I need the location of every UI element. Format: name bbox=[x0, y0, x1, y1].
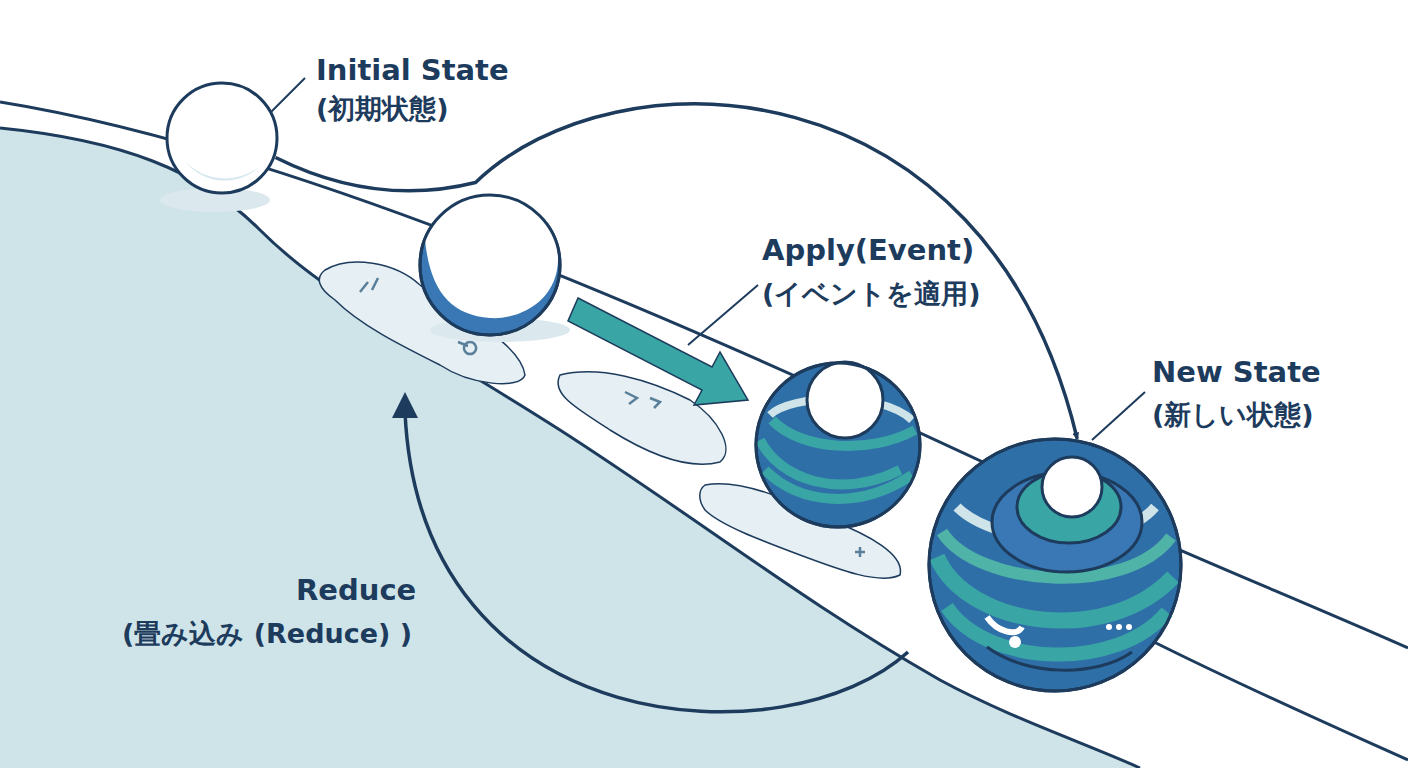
state-title: New State bbox=[1152, 355, 1402, 390]
ball-shape bbox=[165, 81, 279, 195]
state-ball: New State(新しい状態) bbox=[927, 437, 1183, 693]
state-ball: Initial State(初期状態) bbox=[165, 81, 279, 195]
apply-arc bbox=[276, 104, 1078, 439]
step-label: Apply(Event) bbox=[762, 233, 1042, 268]
rolling-ball bbox=[756, 363, 920, 527]
reduce-arrowhead bbox=[392, 392, 418, 418]
ball-shape bbox=[927, 437, 1183, 693]
hill-fill bbox=[0, 128, 1140, 768]
hill-edge bbox=[0, 128, 1140, 768]
state-title: Initial State bbox=[316, 53, 576, 88]
step-translation: (畳み込み (Reduce) ) bbox=[122, 618, 502, 650]
ball-outline bbox=[420, 195, 560, 335]
state-subtitle: (初期状態) bbox=[316, 93, 576, 125]
apply-arrow bbox=[568, 298, 748, 405]
step-translation: (イベントを適用) bbox=[762, 278, 1062, 310]
step-label: Reduce bbox=[296, 573, 496, 608]
leader-line bbox=[688, 285, 758, 345]
leader-line bbox=[1092, 392, 1145, 440]
slope-lower-line bbox=[1150, 640, 1408, 760]
state-subtitle: (新しい状態) bbox=[1152, 399, 1402, 431]
reduce-arc bbox=[405, 412, 908, 712]
ball-core bbox=[807, 362, 883, 438]
ball-outline bbox=[756, 363, 920, 527]
